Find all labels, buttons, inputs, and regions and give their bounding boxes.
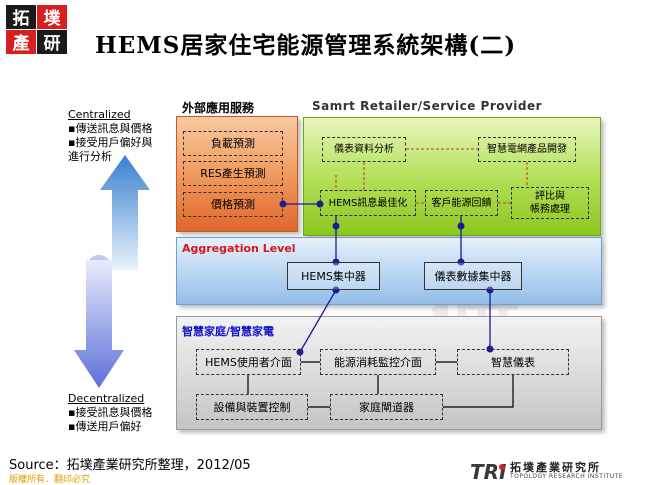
centralized-heading: Centralized	[68, 108, 131, 121]
svg-text:拓: 拓	[13, 9, 30, 29]
retailer-panel	[303, 117, 601, 236]
svg-text:TRI: TRI	[470, 460, 507, 484]
smart-grid-product-dev-box: 智慧電網產品開發	[478, 137, 576, 162]
smart-home-panel	[176, 316, 602, 430]
arrow-up	[100, 155, 150, 270]
compare-line: 評比與	[535, 191, 565, 202]
hems-concentrator-box: HEMS集中器	[287, 262, 380, 290]
copyright-text: 版權所有．翻印必究	[9, 475, 91, 485]
centralized-line: ▪傳送訊息與價格	[68, 122, 153, 135]
meter-data-analysis-box: 儀表資料分析	[322, 137, 406, 162]
source-text: Source：拓墣產業研究所整理，2012/05	[9, 458, 251, 473]
decentralized-line: ▪接受訊息與價格	[68, 406, 153, 419]
arrow-down	[74, 260, 124, 388]
hems-optimization-box: HEMS訊息最佳化	[320, 190, 416, 216]
centralized-line: 進行分析	[68, 150, 112, 163]
page-title: HEMS居家住宅能源管理系統架構(二)	[95, 32, 517, 59]
customer-feedback-box: 客戶能源回饋	[425, 190, 498, 216]
tri-subtitle: TOPOLOGY RESEARCH INSTITUTE	[510, 473, 624, 480]
tri-logo: TRI	[470, 460, 507, 484]
retailer-label: Samrt Retailer/Service Provider	[312, 99, 543, 113]
compare-line: 帳務處理	[530, 204, 570, 215]
decentralized-note: Decentralized ▪接受訊息與價格 ▪傳送用戶偏好	[68, 392, 152, 434]
energy-monitor-box: 能源消耗監控介面	[320, 349, 436, 375]
device-control-box: 設備與裝置控制	[196, 394, 308, 420]
smart-home-label: 智慧家庭/智慧家電	[182, 325, 275, 338]
smart-meter-box: 智慧儀表	[457, 349, 569, 375]
decentralized-line: ▪傳送用戶偏好	[68, 420, 142, 433]
aggregation-label: Aggregation Level	[182, 242, 296, 255]
svg-text:產: 產	[13, 33, 30, 54]
res-forecast-box: RES產生預測	[183, 161, 283, 186]
external-services-panel	[176, 116, 298, 232]
flow-arrows	[74, 155, 150, 388]
aggregation-panel	[176, 237, 602, 305]
compare-billing-box: 評比與 帳務處理	[511, 187, 589, 219]
hems-user-interface-box: HEMS使用者介面	[196, 349, 301, 375]
centralized-line: ▪接受用戶偏好與	[68, 136, 153, 149]
home-gateway-box: 家庭閘道器	[330, 394, 443, 420]
external-services-label: 外部應用服務	[182, 101, 255, 115]
centralized-note: Centralized ▪傳送訊息與價格 ▪接受用戶偏好與 進行分析	[68, 108, 152, 164]
decentralized-heading: Decentralized	[68, 392, 145, 405]
tri-name: 拓墣產業研究所	[510, 461, 601, 474]
svg-text:研: 研	[44, 34, 61, 54]
meter-concentrator-box: 儀表數據集中器	[424, 262, 522, 290]
svg-text:墣: 墣	[44, 9, 61, 29]
topology-logo: 拓 墣 產 研	[6, 5, 67, 54]
price-forecast-box: 價格預測	[183, 192, 283, 217]
load-forecast-box: 負載預測	[183, 131, 283, 156]
